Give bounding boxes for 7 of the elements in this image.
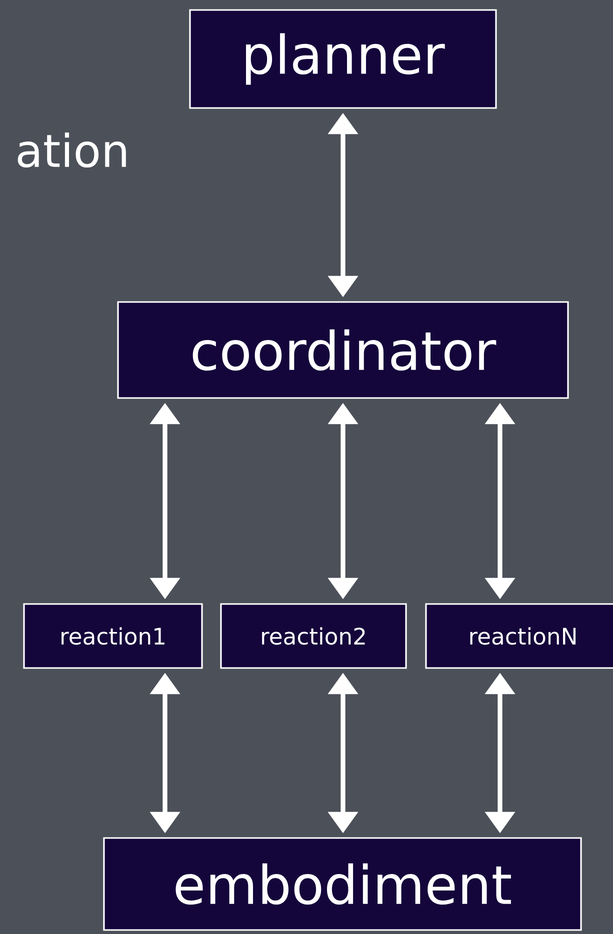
process-box: coordinator (117, 301, 569, 399)
process-box: embodiment (103, 837, 582, 931)
partial-text: ation (18, 132, 126, 168)
process-box: planner (189, 9, 497, 109)
process-box: reaction2 (220, 603, 407, 669)
process-box: reaction1 (23, 603, 203, 669)
process-box: reactionN (425, 603, 613, 669)
